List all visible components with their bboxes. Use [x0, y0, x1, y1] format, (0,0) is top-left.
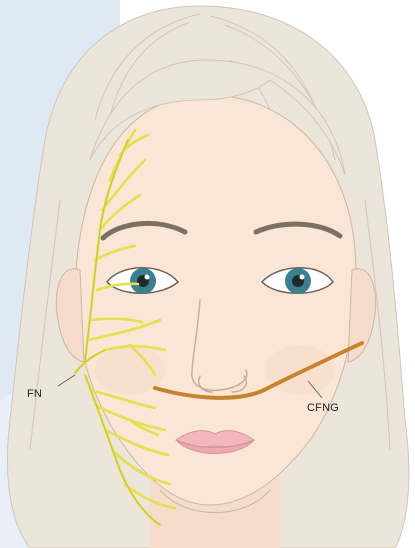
fn-label: FN	[27, 388, 42, 400]
cfng-label: CFNG	[307, 402, 339, 414]
